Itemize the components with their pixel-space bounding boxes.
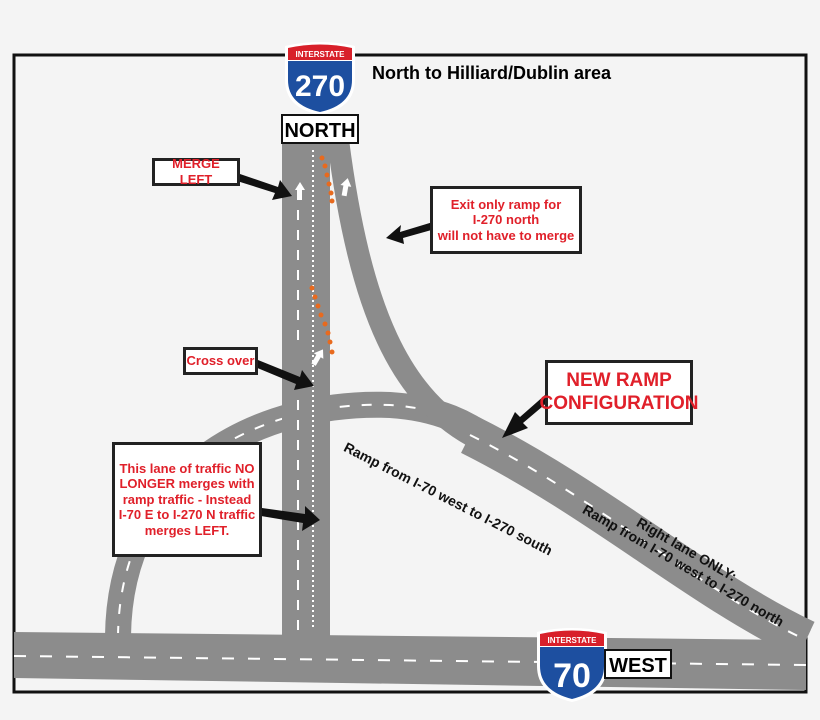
no-longer-merges-callout: This lane of traffic NO LONGER merges wi… [112,442,262,557]
i70-banner: INTERSTATE [547,636,597,645]
new-ramp-callout: NEW RAMP CONFIGURATION [539,360,699,425]
i270-number: 270 [295,70,345,103]
pointer-arrows [237,174,549,531]
i70-shield: INTERSTATE 70 [537,628,607,702]
i270-mainline [282,140,330,638]
lane-arrows [295,178,352,366]
callout-line: merges LEFT. [144,522,230,538]
north-label: NORTH [284,120,355,142]
callout-line: I-70 E to I-270 N traffic [118,507,256,523]
i270-shield: INTERSTATE 270 [285,42,355,115]
i270-banner: INTERSTATE [295,50,345,59]
construction-cones [309,155,335,355]
cross-over-callout: Cross over [183,347,258,375]
callout-line: NEW RAMP [566,369,672,391]
i70-number: 70 [553,657,591,695]
callout-line: CONFIGURATION [539,392,699,414]
callout-line: This lane of traffic NO [119,460,255,476]
callout-line: will not have to merge [437,227,575,243]
west-label: WEST [609,655,667,677]
callout-line: Exit only ramp for [450,196,562,212]
callout-line: I-270 north [472,212,540,228]
exit-only-callout: Exit only ramp for I-270 north will not … [430,186,582,254]
heading: North to Hilliard/Dublin area [372,63,612,83]
frame [12,53,808,694]
callout-line: ramp traffic - Instead [122,491,252,507]
merge-left-callout: MERGE LEFT [152,156,240,187]
callout-line: LONGER merges with [119,476,255,492]
